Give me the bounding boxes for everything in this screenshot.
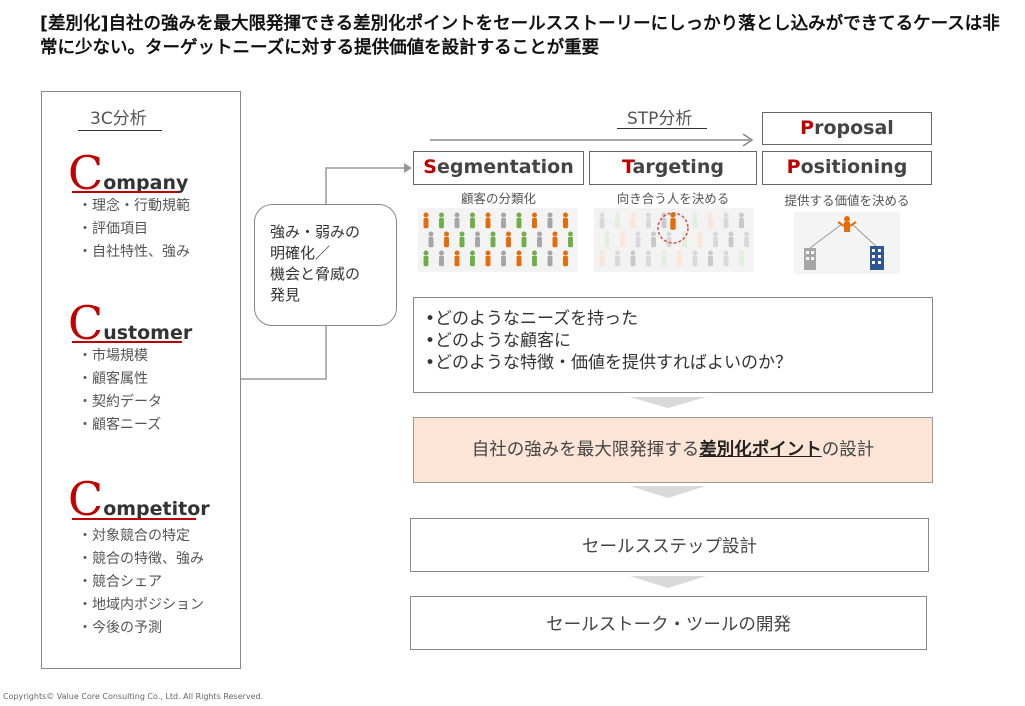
- connector-3c-mid: [241, 326, 327, 380]
- swot-line: 機会と脅威の: [270, 265, 361, 283]
- swot-text: 強み・弱みの 明確化／ 機会と脅威の 発見: [270, 222, 360, 306]
- sales-tool-text: セールストーク・ツールの開発: [546, 615, 791, 635]
- swot-line: 発見: [270, 286, 301, 304]
- list-item: ・対象競合の特定: [78, 528, 190, 544]
- list-item: ・今後の予測: [78, 620, 162, 636]
- list-item: ・市場規模: [78, 348, 148, 364]
- down-arrow-3: [630, 576, 706, 588]
- proposal-word: roposal: [814, 117, 894, 139]
- 3c-heading-underline: [78, 130, 162, 131]
- customer-word: ustomer: [103, 322, 193, 344]
- question-item: •どのような特徴・価値を提供すればよいのか？: [425, 353, 793, 373]
- list-item: ・競合シェア: [78, 574, 162, 590]
- competitor-header: Competitor: [68, 476, 210, 522]
- company-letter: C: [68, 146, 104, 200]
- sales-step-box: [410, 518, 929, 572]
- competitor-letter: C: [68, 472, 104, 526]
- segmentation-box: Segmentation: [413, 151, 584, 185]
- targeting-word: argeting: [632, 156, 724, 178]
- company-underline: [72, 191, 178, 193]
- diff-emphasis: 差別化ポイント: [699, 440, 822, 460]
- competitor-underline: [72, 518, 196, 520]
- targeting-people-icon: [594, 208, 754, 272]
- competitor-word: ompetitor: [103, 498, 210, 520]
- list-item: ・契約データ: [78, 394, 162, 410]
- list-item: ・自社特性、強み: [78, 244, 190, 260]
- segmentation-word: egmentation: [436, 156, 574, 178]
- list-item: ・競合の特徴、強み: [78, 551, 204, 567]
- copyright: Copyrights© Value Core Consulting Co., L…: [3, 692, 264, 701]
- positioning-word: ositioning: [800, 156, 908, 178]
- targeting-sub: 向き合う人を決める: [616, 191, 730, 206]
- positioning-buildings-icon: [794, 212, 900, 274]
- positioning-box: Positioning: [762, 151, 932, 185]
- down-arrow-1: [630, 397, 706, 408]
- stp-arrow-head: [742, 133, 754, 147]
- customer-header: Customer: [68, 300, 192, 346]
- swot-line: 強み・弱みの: [270, 223, 361, 241]
- proposal-letter: P: [800, 117, 815, 139]
- list-item: ・顧客属性: [78, 371, 148, 387]
- positioning-sub: 提供する価値を決める: [784, 193, 910, 208]
- questions-text: •どのようなニーズを持った •どのような顧客に •どのような特徴・価値を提供すれ…: [425, 308, 792, 374]
- customer-letter: C: [68, 296, 104, 350]
- list-item: ・地域内ポジション: [78, 597, 204, 613]
- page-title: [差別化]自社の強みを最大限発揮できる差別化ポイントをセールスストーリーにしっか…: [40, 14, 1000, 58]
- segmentation-sub: 顧客の分類化: [460, 191, 536, 206]
- targeting-letter: T: [622, 156, 633, 178]
- questions-box: [413, 297, 933, 393]
- customer-items: ・市場規模 ・顧客属性 ・契約データ ・顧客ニーズ: [78, 345, 162, 437]
- company-items: ・理念・行動規範 ・評価項目 ・自社特性、強み: [78, 195, 190, 264]
- differentiation-box: [413, 417, 933, 483]
- question-item: •どのような顧客に: [425, 331, 572, 351]
- company-header: Company: [68, 150, 188, 196]
- company-word: ompany: [103, 172, 189, 194]
- proposal-box: Proposal: [762, 112, 932, 145]
- arrow-head: [404, 163, 412, 173]
- customer-underline: [72, 341, 182, 343]
- connector-mid-stp: [325, 167, 410, 204]
- down-arrow-2: [630, 486, 706, 498]
- segmentation-letter: S: [423, 156, 437, 178]
- question-item: •どのようなニーズを持った: [425, 309, 639, 329]
- targeting-box: Targeting: [589, 151, 757, 185]
- 3c-panel: [41, 91, 241, 669]
- swot-line: 明確化／: [270, 244, 331, 262]
- stp-label-underline: [617, 128, 707, 129]
- list-item: ・顧客ニーズ: [78, 417, 162, 433]
- list-item: ・評価項目: [78, 221, 148, 237]
- 3c-heading: 3C分析: [90, 109, 147, 129]
- sales-tool-box: [410, 596, 927, 650]
- positioning-letter: P: [786, 156, 801, 178]
- segmentation-people-icon: [418, 208, 578, 272]
- differentiation-text: 自社の強みを最大限発揮する差別化ポイントの設計: [413, 436, 933, 461]
- swot-box: [254, 204, 397, 326]
- competitor-items: ・対象競合の特定 ・競合の特徴、強み ・競合シェア ・地域内ポジション ・今後の…: [78, 525, 204, 640]
- diff-pre: 自社の強みを最大限発揮する: [471, 440, 700, 460]
- stp-label: STP分析: [627, 109, 693, 129]
- list-item: ・理念・行動規範: [78, 198, 190, 214]
- diff-post: の設計: [821, 440, 875, 460]
- sales-step-text: セールスステップ設計: [582, 537, 757, 557]
